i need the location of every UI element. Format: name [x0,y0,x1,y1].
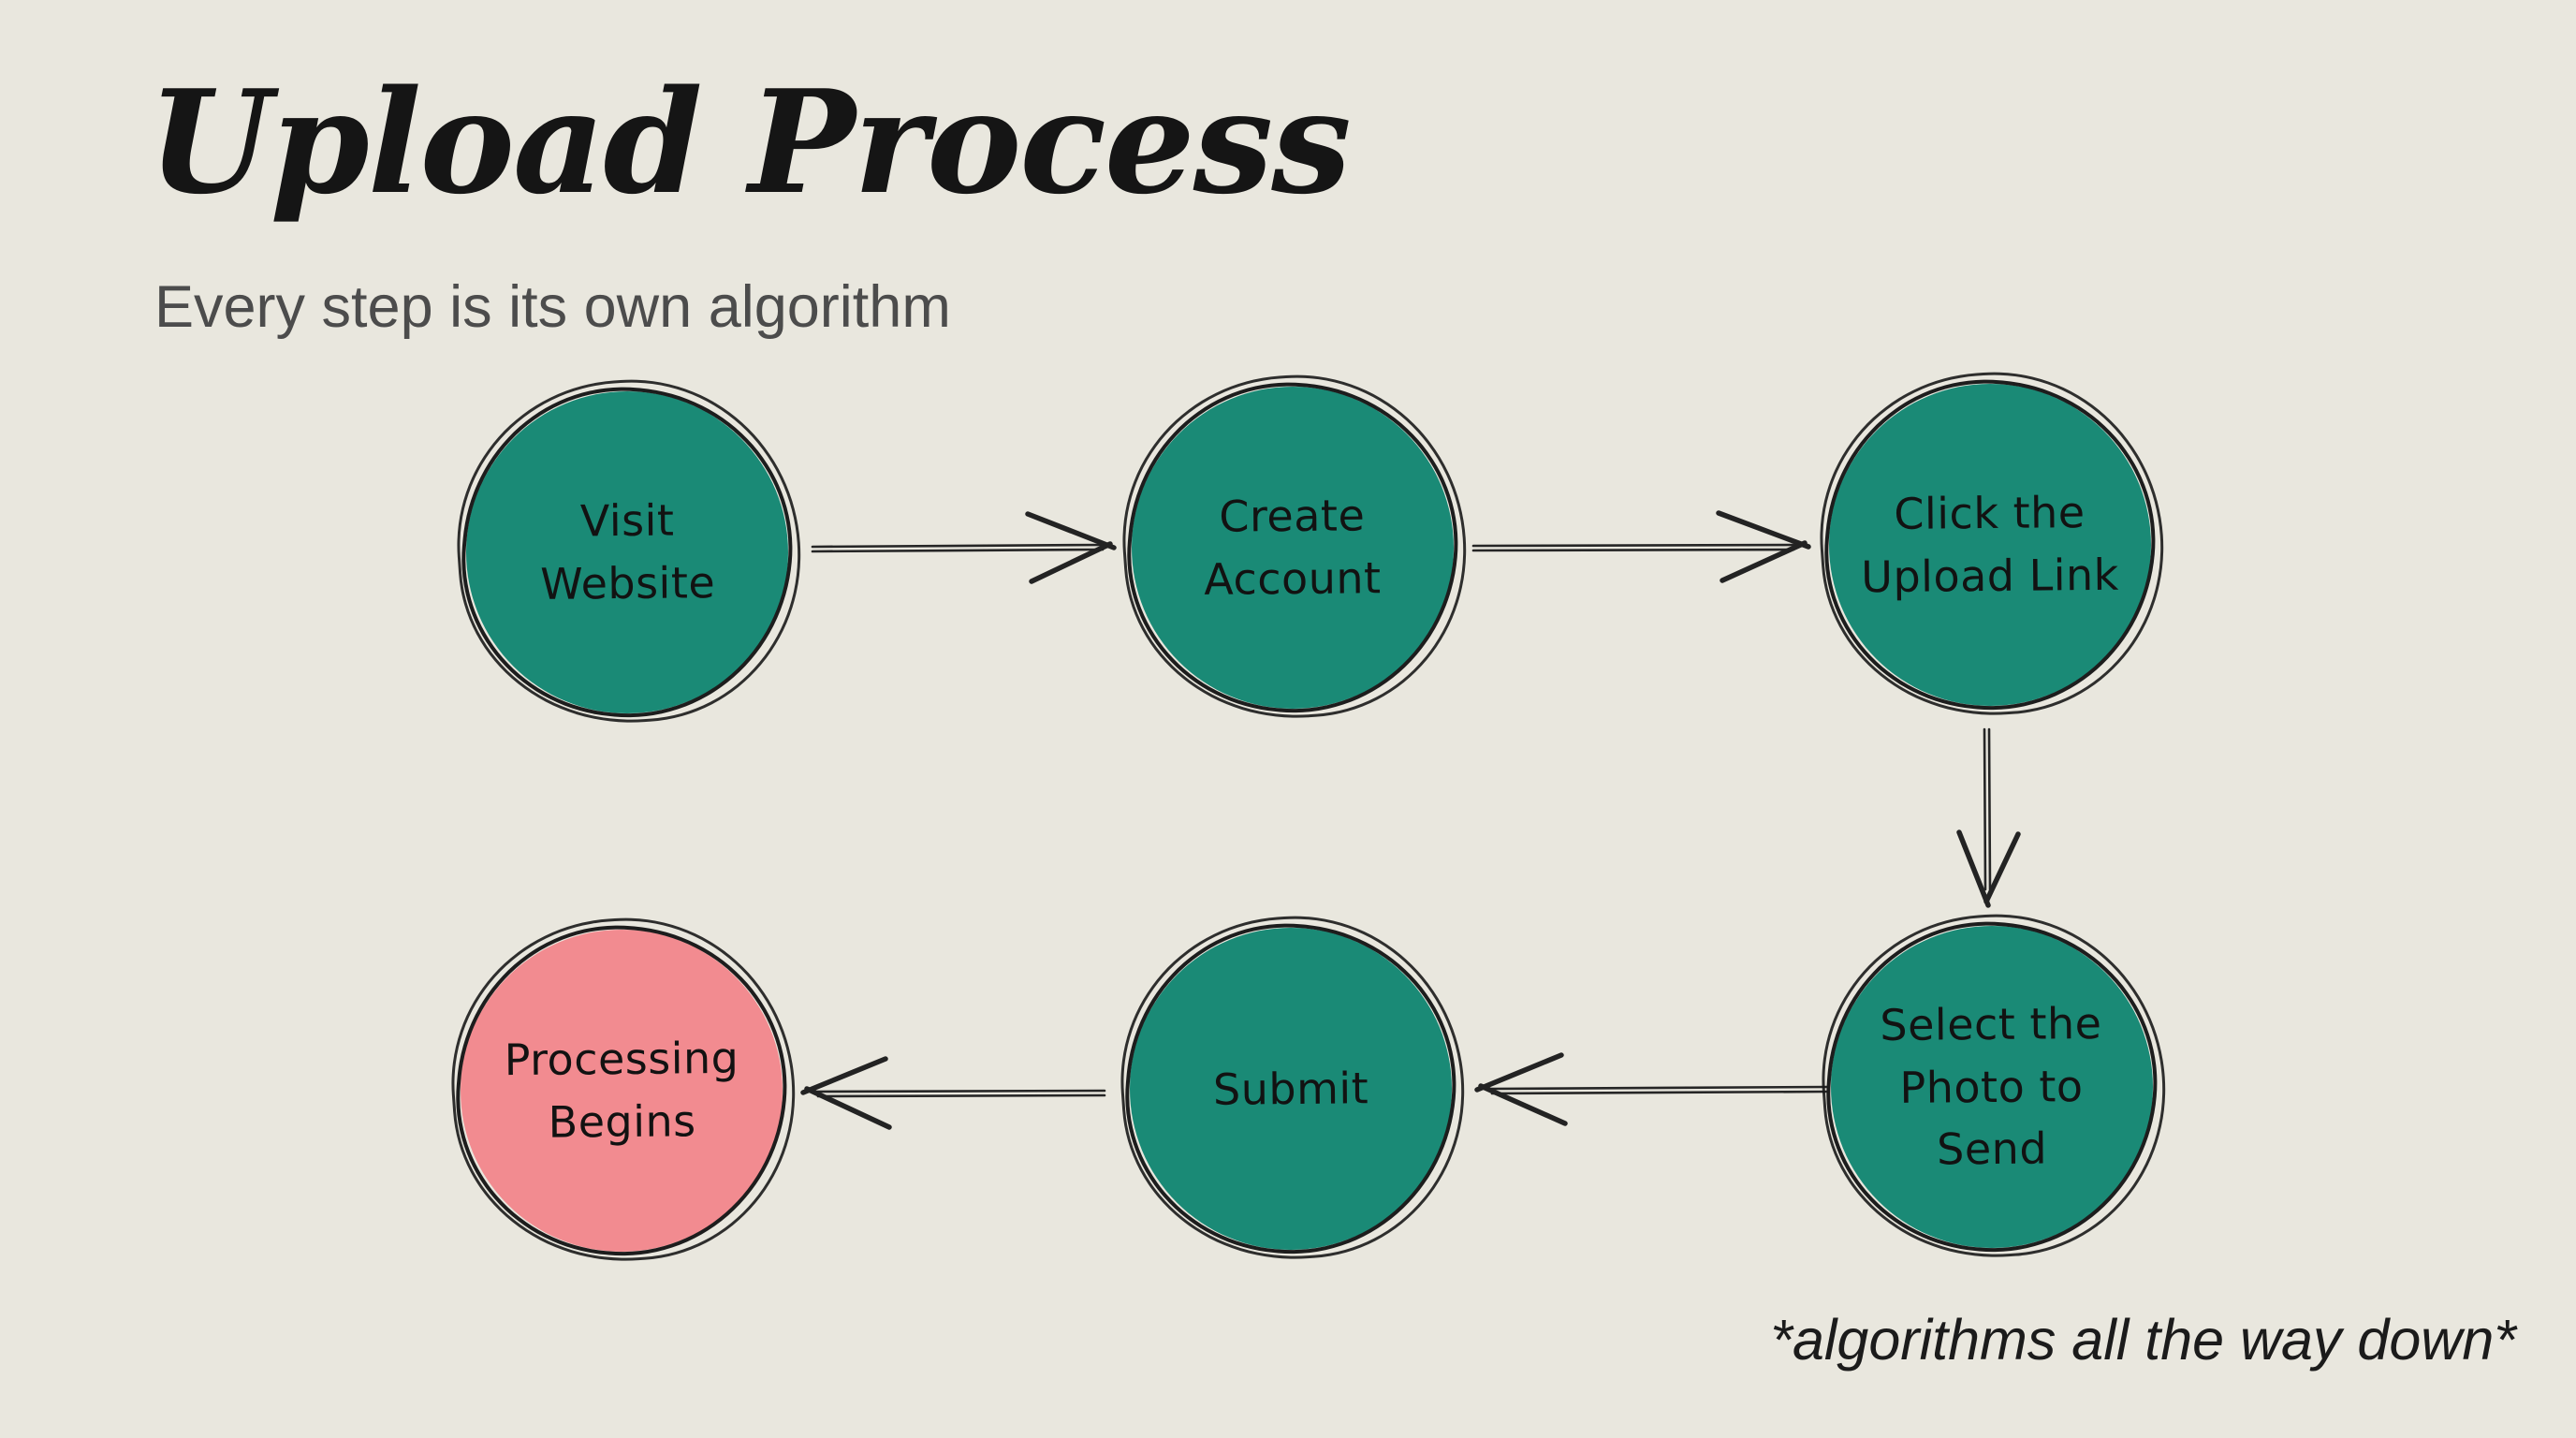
page-subtitle: Every step is its own algorithm [154,274,951,340]
arrow-create-to-click [1471,510,1811,583]
node-visit-website-label: Visit Website [539,494,715,609]
node-select-photo-label: Select the Photo to Send [1880,997,2103,1175]
node-submit: Submit [1130,928,1452,1250]
node-click-upload-link-label: Click the Upload Link [1861,487,2120,603]
arrow-visit-to-create [811,511,1117,584]
node-processing-begins-label: Processing Begins [504,1033,739,1148]
node-click-upload-link: Click the Upload Link [1829,384,2151,706]
arrow-click-to-select [1956,727,2021,908]
node-create-account: Create Account [1132,387,1454,709]
arrow-select-to-submit [1474,1052,1829,1126]
arrow-submit-to-processing [800,1056,1106,1130]
node-processing-begins: Processing Begins [461,930,783,1252]
node-visit-website: Visit Website [466,391,788,713]
page-title: Upload Process [148,58,1352,226]
node-select-photo: Select the Photo to Send [1831,926,2153,1248]
node-submit-label: Submit [1212,1062,1369,1115]
footnote: *algorithms all the way down* [1770,1308,2516,1372]
node-create-account-label: Create Account [1204,490,1383,605]
